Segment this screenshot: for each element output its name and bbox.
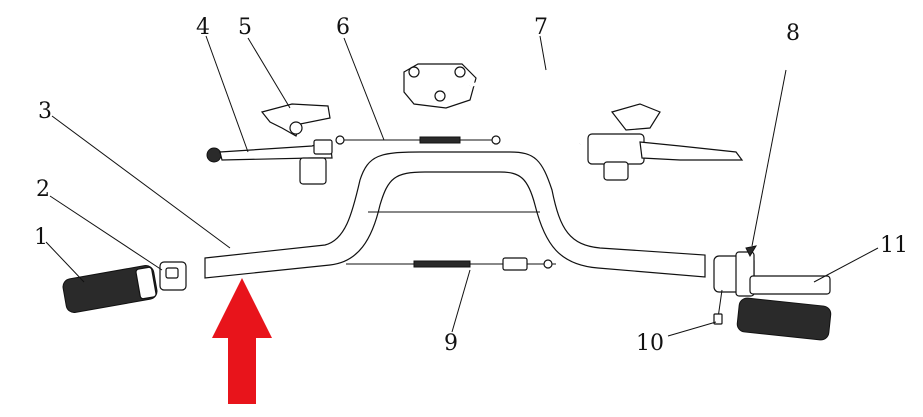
throttle-tube: [749, 275, 831, 295]
leader-6: [343, 37, 385, 141]
callout-8: 8: [786, 21, 800, 46]
leader-5: [247, 37, 291, 109]
callout-2: 2: [36, 177, 50, 202]
red-up-arrow-icon: [212, 278, 272, 404]
leader-10: [667, 321, 717, 337]
callout-1: 1: [34, 225, 48, 250]
left-grip: [62, 265, 158, 313]
brake-master-cylinder: [587, 103, 744, 181]
handlebar: [204, 151, 706, 279]
clutch-cable: [335, 135, 501, 145]
clutch-lever: [206, 139, 333, 185]
callout-11: 11: [880, 233, 908, 258]
callouts: 1 2 3 4 5 6 7 8 9 10 11: [34, 15, 908, 356]
callout-9: 9: [444, 331, 458, 356]
leader-3: [51, 115, 231, 249]
leader-lines: [45, 35, 879, 337]
highlight-arrow: [212, 278, 272, 404]
throttle-housing: [713, 251, 755, 297]
leader-9: [451, 269, 471, 333]
leader-11: [813, 247, 879, 283]
callout-6: 6: [336, 15, 350, 40]
leader-4: [205, 35, 249, 153]
callout-7: 7: [534, 15, 548, 40]
right-grip: [736, 297, 832, 341]
leader-8: [751, 69, 787, 247]
leader-8-arrowhead: [745, 245, 758, 258]
callout-10: 10: [636, 331, 664, 356]
callout-5: 5: [238, 15, 252, 40]
throttle-clamp-left: [159, 261, 187, 291]
leader-7: [539, 35, 547, 71]
lever-perch-bracket: [260, 103, 331, 137]
brake-caliper-and-hose: [403, 63, 605, 146]
throttle-switch-wire: [713, 289, 723, 325]
leader-1: [45, 241, 85, 283]
callout-3: 3: [38, 99, 52, 124]
leader-2: [49, 195, 163, 271]
callout-4: 4: [196, 15, 210, 40]
throttle-cable: [346, 257, 556, 271]
